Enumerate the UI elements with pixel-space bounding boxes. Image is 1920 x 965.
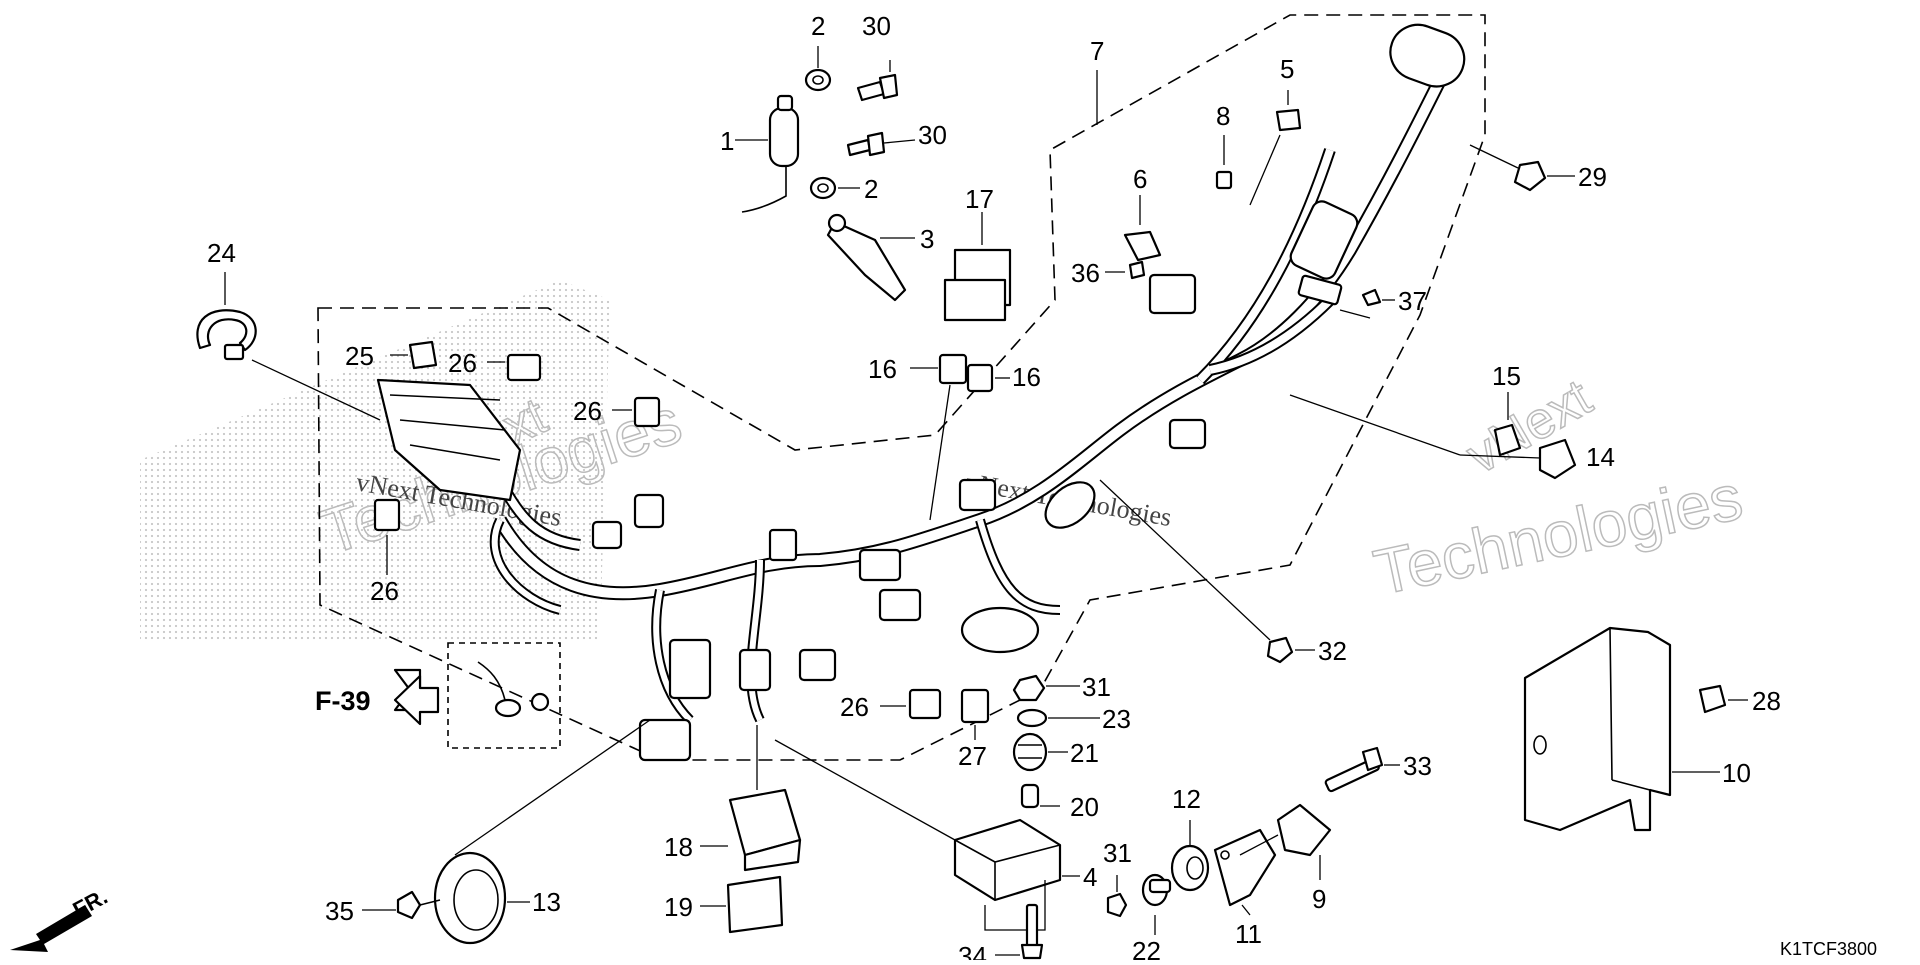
callout-26-a: 26	[448, 348, 477, 378]
callout-23: 23	[1102, 704, 1131, 734]
callout-8: 8	[1216, 101, 1230, 131]
callout-3: 3	[920, 224, 934, 254]
part-30-bolts	[846, 60, 916, 157]
callout-16-right: 16	[1012, 362, 1041, 392]
grommet-stack	[1012, 674, 1100, 809]
parts-18-19	[700, 725, 802, 934]
ref-label-f39[interactable]: F-39	[315, 686, 371, 716]
main-wire-harness	[489, 23, 1466, 762]
part-34-bolt	[995, 903, 1044, 960]
dashed-groups	[317, 14, 1486, 761]
callout-12: 12	[1172, 784, 1201, 814]
callout-20: 20	[1070, 792, 1099, 822]
callout-5: 5	[1280, 54, 1294, 84]
f39-arrow	[393, 674, 440, 726]
callout-29: 29	[1578, 162, 1607, 192]
callout-26-d: 26	[840, 692, 869, 722]
callout-18: 18	[664, 832, 693, 862]
part-4-module	[774, 739, 1080, 931]
callout-36: 36	[1071, 258, 1100, 288]
callout-14: 14	[1586, 442, 1615, 472]
part-1-switch	[735, 94, 800, 213]
part-13-horn	[362, 719, 651, 945]
watermark-technologies-right: Technologies	[1368, 461, 1748, 609]
right-mount-parts	[1106, 746, 1400, 935]
part-10-cover	[1523, 626, 1748, 832]
diagram-code: K1TCF3800	[1780, 939, 1877, 959]
callout-labels: 1 2 2 3 30 30 4 5 6 7 8 9 10 11 12 13 14…	[207, 11, 1781, 965]
callout-7: 7	[1090, 36, 1104, 66]
callout-25: 25	[345, 341, 374, 371]
part-24-band	[196, 272, 381, 421]
part-2-washers	[804, 46, 860, 200]
callout-35: 35	[325, 896, 354, 926]
part-3-cap	[826, 213, 915, 302]
callout-31-a: 31	[1082, 672, 1111, 702]
callout-4: 4	[1083, 862, 1097, 892]
front-arrow-icon	[10, 905, 92, 952]
callout-26-b: 26	[573, 396, 602, 426]
watermark-vnext-right: vNext	[1457, 368, 1602, 485]
part-32-bolt	[1099, 479, 1315, 664]
callout-2-mid: 2	[864, 174, 878, 204]
callout-17: 17	[965, 184, 994, 214]
callout-26-c: 26	[370, 576, 399, 606]
callout-6: 6	[1133, 164, 1147, 194]
callout-1: 1	[720, 126, 734, 156]
callout-2-top: 2	[811, 11, 825, 41]
callout-28: 28	[1752, 686, 1781, 716]
parts-14-15	[1289, 392, 1577, 480]
callout-10: 10	[1722, 758, 1751, 788]
clips-25-26	[373, 340, 990, 740]
part-29-nut	[1469, 144, 1575, 192]
callout-27: 27	[958, 741, 987, 771]
callout-31-b: 31	[1103, 838, 1132, 868]
callout-30-top: 30	[862, 11, 891, 41]
callout-32: 32	[1318, 636, 1347, 666]
callout-16-left: 16	[868, 354, 897, 384]
callout-22: 22	[1132, 936, 1161, 960]
part-16-relays	[910, 353, 1010, 521]
callout-13: 13	[532, 887, 561, 917]
callout-37: 37	[1398, 286, 1427, 316]
callout-33: 33	[1403, 751, 1432, 781]
callout-21: 21	[1070, 738, 1099, 768]
left-harness-cluster	[376, 378, 665, 551]
callout-9: 9	[1312, 884, 1326, 914]
callout-15: 15	[1492, 361, 1521, 391]
callout-11: 11	[1235, 919, 1262, 949]
callout-19: 19	[664, 892, 693, 922]
callout-30-mid: 30	[918, 120, 947, 150]
small-connectors-top	[1105, 90, 1395, 319]
callout-34: 34	[958, 941, 987, 960]
callout-24: 24	[207, 238, 236, 268]
part-17-relay	[943, 212, 1012, 322]
